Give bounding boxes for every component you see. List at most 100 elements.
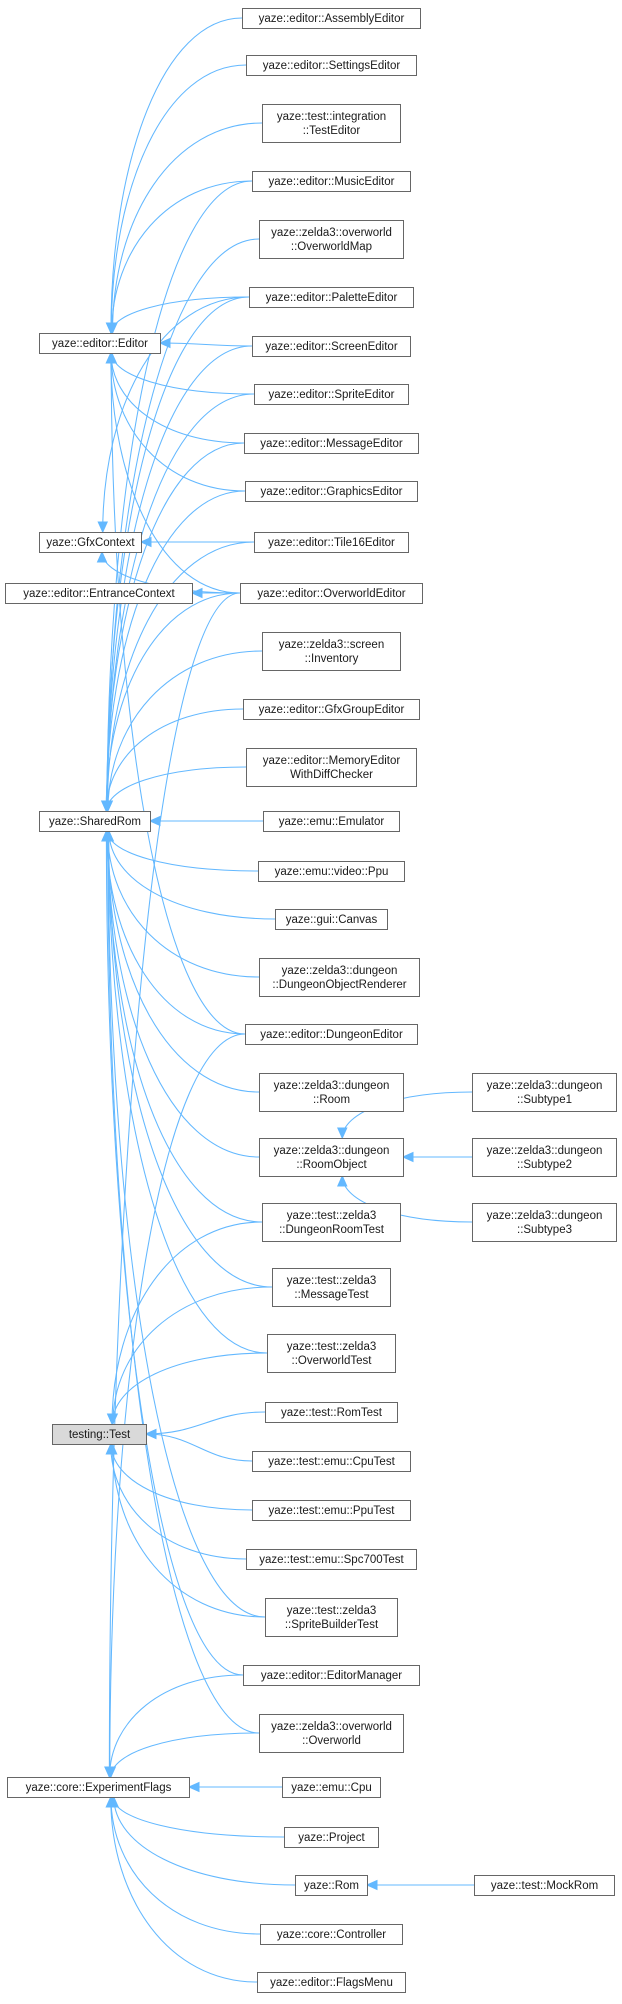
class-node[interactable]: yaze::SharedRom bbox=[39, 811, 151, 832]
class-node[interactable]: yaze::Project bbox=[284, 1827, 379, 1848]
class-node[interactable]: yaze::emu::video::Ppu bbox=[258, 861, 405, 882]
class-node[interactable]: yaze::editor::MusicEditor bbox=[252, 171, 411, 192]
class-node[interactable]: yaze::test::zelda3::DungeonRoomTest bbox=[262, 1203, 401, 1242]
edge-arrowhead bbox=[97, 521, 108, 534]
class-node-box bbox=[259, 1138, 404, 1177]
class-node-box bbox=[472, 1203, 617, 1242]
class-node-label: yaze::editor::EntranceContext bbox=[23, 588, 175, 600]
class-node-box bbox=[245, 1024, 418, 1045]
class-node[interactable]: testing::Test bbox=[52, 1424, 147, 1445]
class-node-box bbox=[263, 811, 400, 832]
inheritance-edge bbox=[106, 296, 250, 812]
class-node[interactable]: yaze::zelda3::dungeon::DungeonObjectRend… bbox=[259, 958, 420, 997]
class-node[interactable]: yaze::test::zelda3::MessageTest bbox=[272, 1268, 391, 1307]
inheritance-edge bbox=[105, 442, 245, 812]
class-node-label: ::Subtype3 bbox=[517, 1224, 572, 1236]
class-node-label: ::Inventory bbox=[305, 653, 359, 665]
class-node[interactable]: yaze::GfxContext bbox=[39, 532, 142, 553]
inheritance-edge bbox=[112, 1796, 285, 1838]
inheritance-edge bbox=[106, 345, 253, 812]
class-node[interactable]: yaze::zelda3::screen::Inventory bbox=[262, 632, 401, 671]
inheritance-edge bbox=[106, 180, 253, 812]
inheritance-edge bbox=[145, 1433, 253, 1462]
class-node-label: yaze::test::integration bbox=[277, 111, 386, 123]
class-node-box bbox=[243, 699, 420, 720]
class-node[interactable]: yaze::editor::MemoryEditorWithDiffChecke… bbox=[246, 748, 417, 787]
inheritance-edge bbox=[107, 830, 260, 1093]
class-node-label: WithDiffChecker bbox=[290, 769, 373, 781]
class-node[interactable]: yaze::core::Controller bbox=[260, 1924, 403, 1945]
inheritance-edge bbox=[105, 708, 244, 812]
class-node-label: yaze::emu::Cpu bbox=[291, 1782, 372, 1794]
class-node[interactable]: yaze::editor::ScreenEditor bbox=[252, 336, 411, 357]
class-node[interactable]: yaze::editor::GraphicsEditor bbox=[245, 481, 418, 502]
class-node-box bbox=[246, 748, 417, 787]
class-node[interactable]: yaze::zelda3::dungeon::Subtype1 bbox=[472, 1073, 617, 1112]
edge-arrowhead bbox=[102, 829, 113, 842]
class-node-box bbox=[260, 1924, 403, 1945]
class-node[interactable]: yaze::test::integration::TestEditor bbox=[262, 104, 401, 143]
class-node[interactable]: yaze::zelda3::dungeon::Subtype3 bbox=[472, 1203, 617, 1242]
class-node-box bbox=[259, 220, 404, 259]
inheritance-edge bbox=[105, 592, 241, 812]
class-node[interactable]: yaze::editor::OverworldEditor bbox=[240, 583, 423, 604]
class-node[interactable]: yaze::test::MockRom bbox=[474, 1875, 615, 1896]
class-node[interactable]: yaze::editor::Tile16Editor bbox=[254, 532, 409, 553]
class-node-label: yaze::test::zelda3 bbox=[287, 1210, 377, 1222]
class-node[interactable]: yaze::Rom bbox=[295, 1875, 368, 1896]
class-node[interactable]: yaze::test::RomTest bbox=[265, 1402, 398, 1423]
class-node[interactable]: yaze::test::zelda3::OverworldTest bbox=[267, 1334, 396, 1373]
class-node[interactable]: yaze::test::emu::Spc700Test bbox=[246, 1549, 417, 1570]
class-node-label: yaze::test::emu::PpuTest bbox=[269, 1505, 396, 1517]
class-node-label: yaze::zelda3::overworld bbox=[271, 1721, 392, 1733]
class-node[interactable]: yaze::editor::DungeonEditor bbox=[245, 1024, 418, 1045]
class-node[interactable]: yaze::editor::EditorManager bbox=[243, 1665, 420, 1686]
class-node[interactable]: yaze::editor::Editor bbox=[39, 333, 161, 354]
class-node-box bbox=[249, 287, 414, 308]
class-node-label: yaze::zelda3::dungeon bbox=[487, 1210, 603, 1222]
inheritance-edge bbox=[111, 1221, 263, 1425]
class-node[interactable]: yaze::zelda3::overworld::Overworld bbox=[259, 1714, 404, 1753]
inheritance-edge bbox=[110, 1796, 261, 1935]
class-node-label: yaze::zelda3::dungeon bbox=[487, 1145, 603, 1157]
class-node[interactable]: yaze::test::emu::CpuTest bbox=[252, 1451, 411, 1472]
inheritance-edge bbox=[110, 352, 246, 492]
edges-layer bbox=[96, 17, 475, 1983]
class-node[interactable]: yaze::editor::EntranceContext bbox=[5, 583, 193, 604]
class-node-label: testing::Test bbox=[69, 1429, 131, 1441]
class-node[interactable]: yaze::test::emu::PpuTest bbox=[252, 1500, 411, 1521]
class-node-label: yaze::editor::MusicEditor bbox=[269, 176, 395, 188]
class-node-label: yaze::editor::OverworldEditor bbox=[257, 588, 405, 600]
class-node[interactable]: yaze::editor::SettingsEditor bbox=[246, 55, 417, 76]
inheritance-edge bbox=[111, 1443, 266, 1618]
inheritance-edge bbox=[110, 17, 243, 334]
class-node[interactable]: yaze::emu::Emulator bbox=[263, 811, 400, 832]
class-node[interactable]: yaze::editor::SpriteEditor bbox=[254, 384, 409, 405]
class-node-label: yaze::editor::AssemblyEditor bbox=[259, 13, 405, 25]
edge-arrowhead bbox=[401, 1151, 414, 1163]
class-node-label: yaze::editor::MemoryEditor bbox=[263, 755, 401, 767]
class-node[interactable]: yaze::emu::Cpu bbox=[282, 1777, 381, 1798]
edge-arrowhead bbox=[101, 800, 112, 813]
class-node[interactable]: yaze::gui::Canvas bbox=[275, 909, 388, 930]
inheritance-edge bbox=[110, 352, 241, 594]
class-node[interactable]: yaze::core::ExperimentFlags bbox=[7, 1777, 190, 1798]
edge-arrowhead bbox=[106, 322, 117, 335]
class-node[interactable]: yaze::zelda3::dungeon::RoomObject bbox=[259, 1138, 404, 1177]
class-node[interactable]: yaze::zelda3::dungeon::Subtype2 bbox=[472, 1138, 617, 1177]
class-node-label: yaze::test::zelda3 bbox=[287, 1275, 377, 1287]
class-node-box bbox=[265, 1402, 398, 1423]
class-node[interactable]: yaze::editor::AssemblyEditor bbox=[242, 8, 421, 29]
inheritance-edge bbox=[110, 1443, 253, 1511]
class-node[interactable]: yaze::zelda3::overworld::OverworldMap bbox=[259, 220, 404, 259]
class-node[interactable]: yaze::editor::PaletteEditor bbox=[249, 287, 414, 308]
class-node[interactable]: yaze::editor::FlagsMenu bbox=[257, 1972, 406, 1993]
inheritance-edge bbox=[110, 1796, 258, 1983]
class-node[interactable]: yaze::editor::MessageEditor bbox=[244, 433, 419, 454]
class-node[interactable]: yaze::zelda3::dungeon::Room bbox=[259, 1073, 404, 1112]
class-node-box bbox=[474, 1875, 615, 1896]
edge-arrowhead bbox=[337, 1174, 348, 1187]
class-node[interactable]: yaze::test::zelda3::SpriteBuilderTest bbox=[265, 1598, 398, 1637]
class-node[interactable]: yaze::editor::GfxGroupEditor bbox=[243, 699, 420, 720]
inheritance-edge bbox=[109, 1674, 244, 1778]
